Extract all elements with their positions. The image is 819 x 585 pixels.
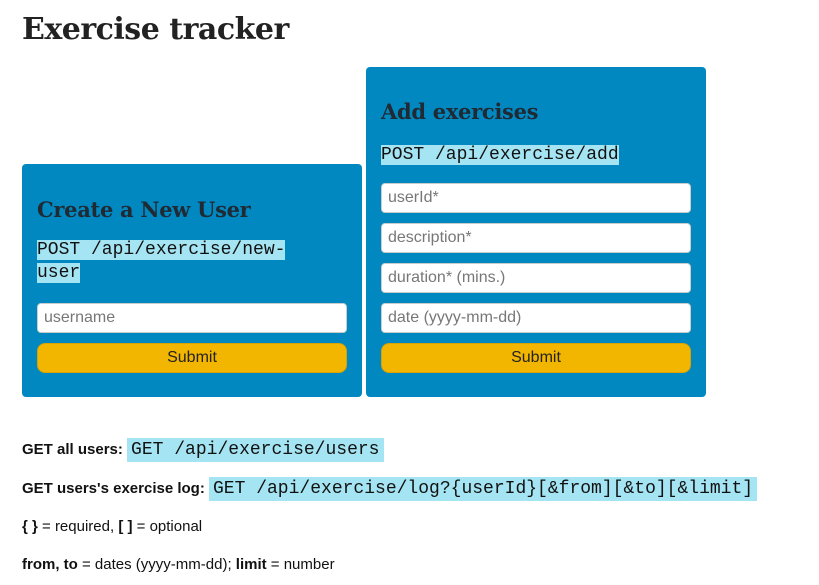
get-log-label: GET users's exercise log: (22, 480, 205, 497)
optional-symbol: [ ] (118, 518, 133, 535)
create-user-submit-button[interactable]: Submit (37, 343, 347, 373)
required-symbol: { } (22, 518, 38, 535)
required-text: = required, (37, 518, 119, 535)
userid-input[interactable] (381, 183, 691, 213)
get-all-users-endpoint: GET /api/exercise/users (127, 438, 384, 462)
add-exercise-endpoint: POST /api/exercise/add (381, 145, 619, 165)
add-exercise-heading: Add exercises (381, 99, 539, 124)
get-log-line: GET users's exercise log: GET /api/exerc… (22, 477, 758, 501)
description-input[interactable] (381, 223, 691, 253)
params-line: from, to = dates (yyyy-mm-dd); limit = n… (22, 556, 335, 573)
create-user-panel: Create a New User POST /api/exercise/new… (22, 164, 362, 397)
get-log-endpoint: GET /api/exercise/log?{userId}[&from][&t… (209, 477, 758, 501)
get-all-users-line: GET all users: GET /api/exercise/users (22, 438, 384, 462)
date-input[interactable] (381, 303, 691, 333)
new-user-endpoint: POST /api/exercise/new-user (37, 240, 286, 283)
params-dates-text: = dates (yyyy-mm-dd); (77, 556, 236, 573)
params-limit-text: = number (266, 556, 335, 573)
params-limit: limit (235, 556, 267, 573)
duration-input[interactable] (381, 263, 691, 293)
get-all-users-label: GET all users: (22, 441, 123, 458)
optional-text: = optional (132, 518, 203, 535)
page-title: Exercise tracker (22, 12, 289, 47)
username-input[interactable] (37, 303, 347, 333)
add-exercise-submit-button[interactable]: Submit (381, 343, 691, 373)
add-exercise-panel: Add exercises POST /api/exercise/add Sub… (366, 67, 706, 397)
params-fromto: from, to (22, 556, 78, 573)
create-user-heading: Create a New User (37, 197, 251, 222)
legend-line: { } = required, [ ] = optional (22, 518, 202, 535)
